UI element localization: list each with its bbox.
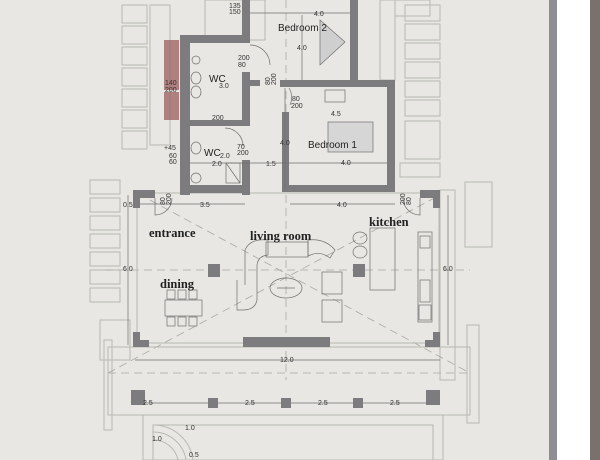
dim-door-200: 200 xyxy=(238,55,250,62)
page-edge xyxy=(590,0,600,460)
room-label-bedroom2: Bedroom 2 xyxy=(278,23,327,34)
dim-bedroom1-depth: 4.0 xyxy=(280,140,290,147)
dim-bedroom2-width: 4.0 xyxy=(314,11,324,18)
dim-150: 150 xyxy=(229,9,241,16)
dim-wc-200: 200 xyxy=(212,115,224,122)
dim-entry-door-80: 80 xyxy=(160,197,167,205)
dim-135: 135 xyxy=(229,3,241,10)
dim-wc-lower-length: 2.0 xyxy=(220,153,230,160)
dim-bed1-door-80: 80 xyxy=(292,96,300,103)
dim-step-b: 1.0 xyxy=(185,425,195,432)
dim-bedroom2-depth: 4.0 xyxy=(297,45,307,52)
dim-entrance-width: 3.5 xyxy=(200,202,210,209)
kitchen-island xyxy=(352,227,396,291)
kitchen-counter xyxy=(417,231,433,323)
level-mark: +45 xyxy=(164,145,176,152)
terrace-columns xyxy=(131,390,440,408)
dim-kitchen-door-200: 200 xyxy=(400,193,407,205)
dim-door-80-v: 80 xyxy=(265,77,272,85)
door-swings xyxy=(154,44,421,216)
floor-plan: Bedroom 2 Bedroom 1 WC WC entrance livin… xyxy=(89,0,493,460)
page-margin xyxy=(557,0,590,460)
dim-wc-upper-length: 3.0 xyxy=(219,83,229,90)
dim-bedroom1-width: 4.0 xyxy=(341,160,351,167)
dim-bed1-door-200: 200 xyxy=(291,103,303,110)
dim-entry-door-200: 200 xyxy=(166,193,173,205)
dim-corridor: 1.5 xyxy=(266,161,276,168)
dim-60-a: 60 xyxy=(169,153,177,160)
armchairs xyxy=(321,271,343,323)
dim-60-b: 60 xyxy=(169,159,177,166)
planter-strip xyxy=(164,40,179,120)
room-label-wc-lower: WC xyxy=(204,148,221,159)
dim-door-200-wc: 200 xyxy=(237,150,249,157)
dining-table xyxy=(164,289,203,327)
toilet xyxy=(190,55,202,184)
coffee-table xyxy=(269,277,303,299)
dim-living-width: 4.0 xyxy=(337,202,347,209)
dim-window-200: 200 xyxy=(165,87,177,94)
dim-span-1: 2.5 xyxy=(143,400,153,407)
dim-step-a: 1.0 xyxy=(152,436,162,443)
right-paving-grid xyxy=(379,0,493,424)
dim-hall-depth-left: 6.0 xyxy=(123,266,133,273)
dim-span-4: 2.5 xyxy=(390,400,400,407)
main-hall-walls xyxy=(133,190,440,347)
dim-step-c: 0.5 xyxy=(189,452,199,459)
dim-bedroom1-top: 4.5 xyxy=(331,111,341,118)
dim-window-140: 140 xyxy=(165,80,177,87)
dim-wall-05: 0.5 xyxy=(123,202,133,209)
dim-span-3: 2.5 xyxy=(318,400,328,407)
frame-border xyxy=(549,0,557,460)
dim-hall-length: 12.0 xyxy=(280,357,294,364)
furniture xyxy=(164,19,433,327)
desk-chair xyxy=(324,89,346,103)
left-paving-grid xyxy=(89,0,266,431)
room-label-wc-upper: WC xyxy=(209,74,226,85)
dim-span-2: 2.5 xyxy=(245,400,255,407)
dim-door-80: 80 xyxy=(238,62,246,69)
room-label-kitchen: kitchen xyxy=(369,215,409,229)
room-label-living-room: living room xyxy=(250,229,312,243)
dimension-labels: 135 150 4.0 4.0 3.0 200 80 80 200 80 200… xyxy=(123,3,453,459)
sofa xyxy=(236,239,336,311)
bedroom-block-walls xyxy=(180,0,395,195)
bed-bedroom2 xyxy=(319,19,346,66)
room-label-dining: dining xyxy=(160,277,195,291)
shower xyxy=(225,162,241,184)
dim-door-70: 70 xyxy=(237,144,245,151)
dim-hall-depth-right: 6.0 xyxy=(443,266,453,273)
dim-door-200-v: 200 xyxy=(271,73,278,85)
bed-bedroom1 xyxy=(327,121,374,153)
room-label-bedroom1: Bedroom 1 xyxy=(308,140,357,151)
room-label-entrance: entrance xyxy=(149,226,196,240)
dim-wc-lower-width: 2.0 xyxy=(212,161,222,168)
dim-kitchen-door-80: 80 xyxy=(406,197,413,205)
